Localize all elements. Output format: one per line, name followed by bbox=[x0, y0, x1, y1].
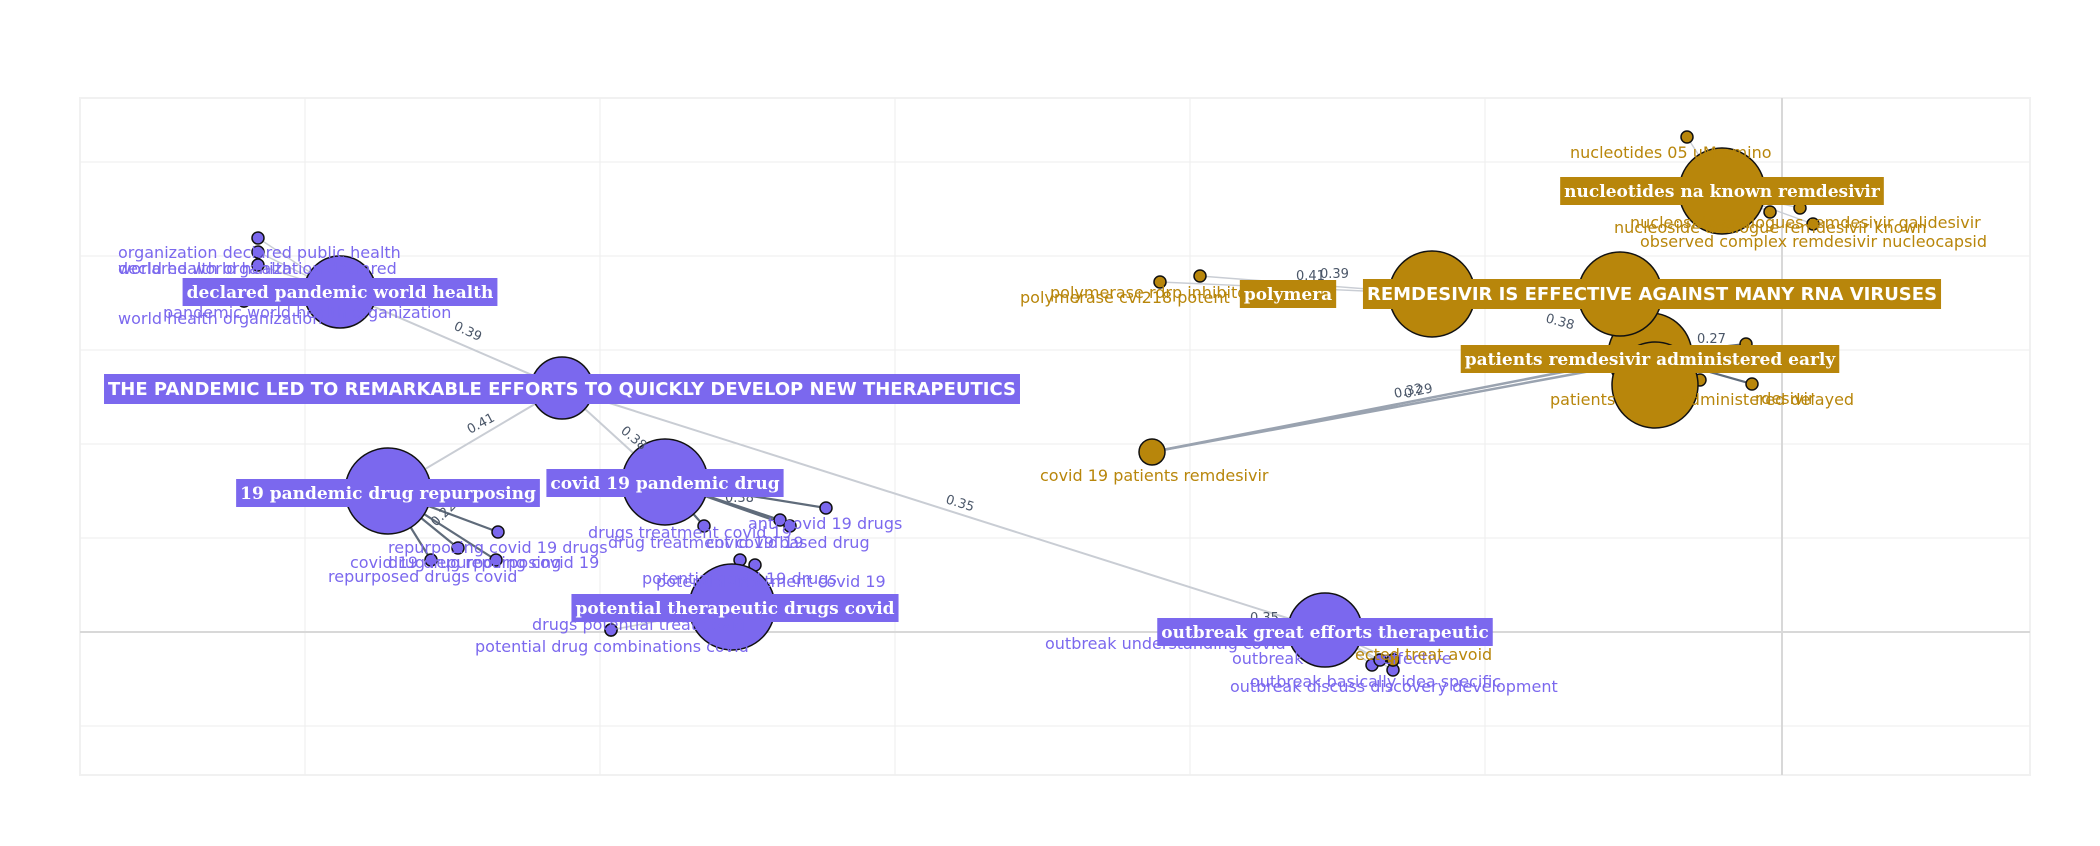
leaf-label: drug treatment covid 19 bbox=[608, 533, 804, 552]
hub-label-potential-therapeutic-drugs-covid: potential therapeutic drugs covid bbox=[571, 594, 899, 622]
central-label-remdesivir-background bbox=[1362, 279, 1942, 309]
leaf-label: world health organization declared bbox=[118, 259, 397, 278]
leaf-label: nucleoside analogue remdesivir known bbox=[1614, 218, 1927, 237]
hub-label-declared-pandemic-world-health-text: declared pandemic world health bbox=[187, 283, 494, 303]
central-label-pandemic-text: THE PANDEMIC LED TO REMARKABLE EFFORTS T… bbox=[108, 379, 1016, 400]
leaf-label: effective bbox=[1382, 649, 1452, 668]
leaf-label: organization declared public health bbox=[118, 243, 401, 262]
leaf-label: polymerase cvi218 potent bbox=[1020, 288, 1230, 307]
leaf-label: repurposing covid 19 drugs bbox=[388, 538, 608, 557]
hub-label-outbreak-great-efforts-therapeutic: outbreak great efforts therapeutic bbox=[1157, 618, 1493, 646]
hub-label-nucleotides-na-known-remdesivir-text: nucleotides na known remdesivir bbox=[1564, 182, 1881, 202]
leaf-node-repurposed-drugs-covid[interactable] bbox=[489, 553, 503, 567]
leaf-node-polymerase-cvi218-potent[interactable] bbox=[1153, 275, 1167, 289]
central-label-remdesivir-text: REMDESIVIR IS EFFECTIVE AGAINST MANY RNA… bbox=[1367, 284, 1937, 305]
leaf-label: outbreak bbox=[1232, 649, 1304, 668]
leaf-label: nucleotides 05 uM amino bbox=[1570, 143, 1772, 162]
leaf-label: outbreak basically idea specific bbox=[1250, 672, 1501, 691]
leaf-label: potential drug combinations covid bbox=[475, 637, 749, 656]
edge-h_patients-h_covid_patients bbox=[1151, 358, 1651, 454]
hub-label-potential-therapeutic-drugs-covid-background bbox=[571, 594, 899, 622]
hub-label-19-pandemic-drug-repurposing: 19 pandemic drug repurposing bbox=[236, 479, 540, 507]
leaf-label: world health organization bbox=[118, 309, 322, 328]
hub-label-covid-19-pandemic-drug-background bbox=[546, 469, 784, 497]
edge-weight-label: 0.39 bbox=[1320, 267, 1349, 282]
hub-label-patients-remdesivir-administered-early: patients remdesivir administered early bbox=[1460, 345, 1840, 373]
hub-label-patients-remdesivir-administered-early-background bbox=[1460, 345, 1840, 373]
leaf-label: covid 19 drug repurposing bbox=[350, 553, 561, 572]
leaf-node-declared-world-health[interactable] bbox=[251, 245, 265, 259]
central-label-pandemic-background bbox=[104, 374, 1020, 404]
leaf-node-organization-declared-public-health[interactable] bbox=[251, 231, 265, 245]
edge-weight-label: 0.29 bbox=[1403, 381, 1434, 402]
leaf-node-ected-treat-avoid[interactable] bbox=[1386, 653, 1400, 667]
leaf-node-anti-covid-19-drugs[interactable] bbox=[819, 501, 833, 515]
hub-label-nucleotides-na-known-remdesivir-background bbox=[1560, 177, 1884, 205]
hub-label-outbreak-great-efforts-therapeutic-text: outbreak great efforts therapeutic bbox=[1161, 623, 1489, 643]
leaf-label: covid 19 based drug bbox=[706, 533, 870, 552]
hub-label-declared-pandemic-world-health-background bbox=[182, 278, 498, 306]
hub-label-nucleotides-na-known-remdesivir: nucleotides na known remdesivir bbox=[1560, 177, 1884, 205]
leaf-node-observed-complex-remdesivir-nucleocapsid[interactable] bbox=[1806, 217, 1820, 231]
leaf-node-covid-19-drug-repurposing[interactable] bbox=[424, 553, 438, 567]
leaf-node-covid-19-based-drug[interactable] bbox=[773, 513, 787, 527]
hub-label-polymera-text: polymera bbox=[1244, 285, 1332, 305]
hub-label-19-pandemic-drug-repurposing-text: 19 pandemic drug repurposing bbox=[240, 484, 536, 504]
leaf-label: ected treat avoid bbox=[1355, 645, 1492, 664]
leaf-label: observed complex remdesivir nucleocapsid bbox=[1640, 232, 1987, 251]
label-layer: 0.390.410.380.350.350.410.390.380.320.29… bbox=[104, 143, 1987, 696]
leaf-node-rdesivir[interactable] bbox=[1745, 377, 1759, 391]
leaf-label: potential covid 19 drugs bbox=[642, 569, 837, 588]
edge-c_purple-h_outbreak bbox=[561, 387, 1326, 631]
leaf-node-drug-repurposing-covid-19[interactable] bbox=[451, 541, 465, 555]
edge-weight-label: 0.32 bbox=[1393, 381, 1424, 402]
hub-label-covid-19-pandemic-drug-text: covid 19 pandemic drug bbox=[550, 474, 779, 494]
edge-weight-label: 0.38 bbox=[1544, 311, 1576, 333]
hub-label-19-pandemic-drug-repurposing-background bbox=[236, 479, 540, 507]
central-label-pandemic: THE PANDEMIC LED TO REMARKABLE EFFORTS T… bbox=[104, 374, 1020, 404]
hub-label-polymera-background bbox=[1239, 280, 1337, 308]
leaf-node-nucleotides-05-um-amino[interactable] bbox=[1680, 130, 1694, 144]
leaf-label: anti covid 19 drugs bbox=[748, 514, 902, 533]
hub-label-covid-19-patients-remdesivir: covid 19 patients remdesivir bbox=[1040, 466, 1269, 485]
hub-label-patients-remdesivir-administered-early-text: patients remdesivir administered early bbox=[1465, 350, 1837, 370]
hub-label-outbreak-great-efforts-therapeutic-background bbox=[1157, 618, 1493, 646]
leaf-label: patients bbox=[1550, 390, 1615, 409]
leaf-label: polymerase rdrp inhibitor bbox=[1050, 283, 1254, 302]
leaf-label: drugs treatment covid 19 bbox=[588, 523, 792, 542]
hub-label-potential-therapeutic-drugs-covid-text: potential therapeutic drugs covid bbox=[575, 599, 894, 619]
hub-label-covid-19-pandemic-drug: covid 19 pandemic drug bbox=[546, 469, 784, 497]
leaf-label: repurposed drugs covid bbox=[328, 567, 517, 586]
leaf-label: nucleoside analogues remdesivir galidesi… bbox=[1630, 213, 1981, 232]
leaf-node-world-health-organization-declared[interactable] bbox=[251, 258, 265, 272]
leaf-label: declared world health bbox=[118, 259, 292, 278]
edge-weight-label: 0.27 bbox=[1697, 332, 1726, 347]
leaf-label: administered delayed bbox=[1680, 390, 1854, 409]
leaf-node-nucleoside-analogue-remdesivir-known[interactable] bbox=[1763, 205, 1777, 219]
leaf-label: rdesivir bbox=[1755, 389, 1815, 408]
leaf-node-drugs-treatment-covid-19[interactable] bbox=[697, 519, 711, 533]
leaf-node-outbreak[interactable] bbox=[1373, 653, 1387, 667]
leaf-node-polymerase-rdrp-inhibitor[interactable] bbox=[1193, 269, 1207, 283]
leaf-label: potential treatment covid 19 bbox=[656, 572, 886, 591]
edge-c_purple-h_declared bbox=[339, 291, 563, 389]
leaf-label: outbreak discuss discovery development bbox=[1230, 677, 1558, 696]
leaf-node-potential-drug-combinations-covid[interactable] bbox=[604, 623, 618, 637]
hub-node-covid-19-patients-remdesivir[interactable] bbox=[1138, 438, 1166, 466]
leaf-label: drug repurposing covid 19 bbox=[388, 553, 599, 572]
leaf-label: pandemic world health organization bbox=[163, 303, 451, 322]
leaf-node-repurposing-covid-19-drugs[interactable] bbox=[491, 525, 505, 539]
leaf-node-drug-treatment-covid-19[interactable] bbox=[783, 519, 797, 533]
central-label-remdesivir: REMDESIVIR IS EFFECTIVE AGAINST MANY RNA… bbox=[1362, 279, 1942, 309]
hub-label-polymera: polymera bbox=[1239, 280, 1337, 308]
hub-label-declared-pandemic-world-health: declared pandemic world health bbox=[182, 278, 498, 306]
